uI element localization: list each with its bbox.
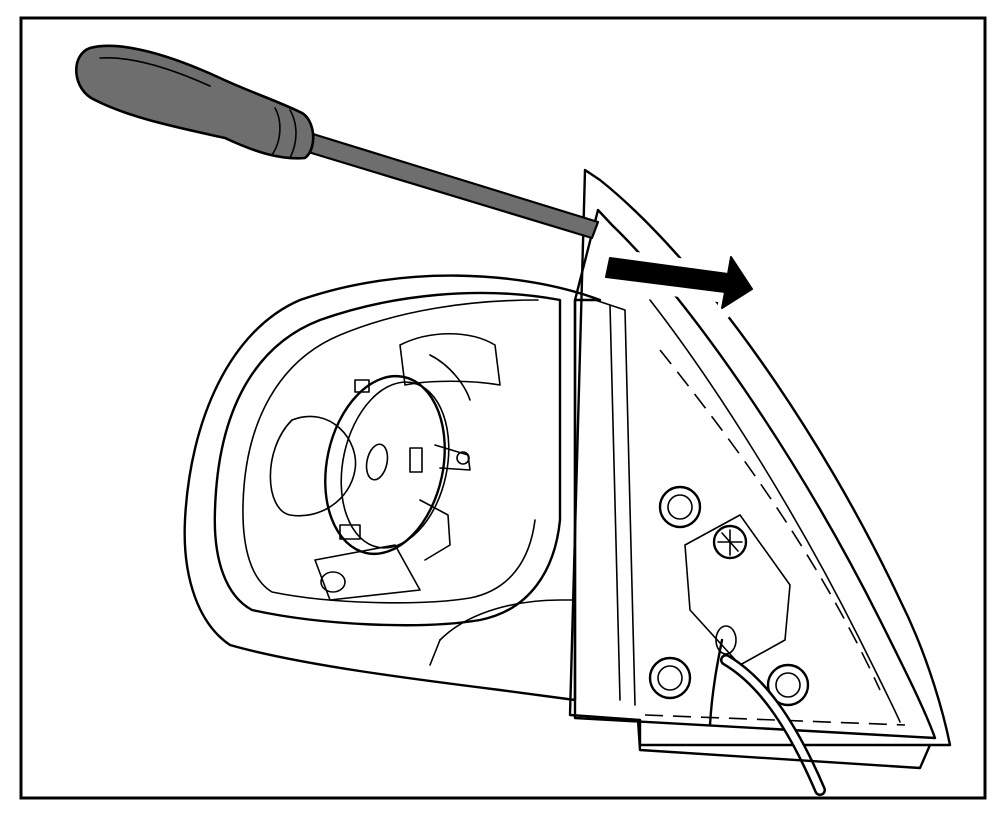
mirror-housing [183,274,602,702]
clip-fastener [712,524,748,560]
screw-boss-lower-right [766,663,810,707]
screwdriver-icon [75,44,600,240]
screwdriver-handle [75,44,315,160]
figure-frame [19,16,987,800]
wiring-harness [708,625,826,796]
mirror-base-foot [636,718,932,770]
arrow-right-icon [597,248,763,319]
screw-boss-upper [658,485,702,529]
screw-boss-lower-left [648,656,692,700]
